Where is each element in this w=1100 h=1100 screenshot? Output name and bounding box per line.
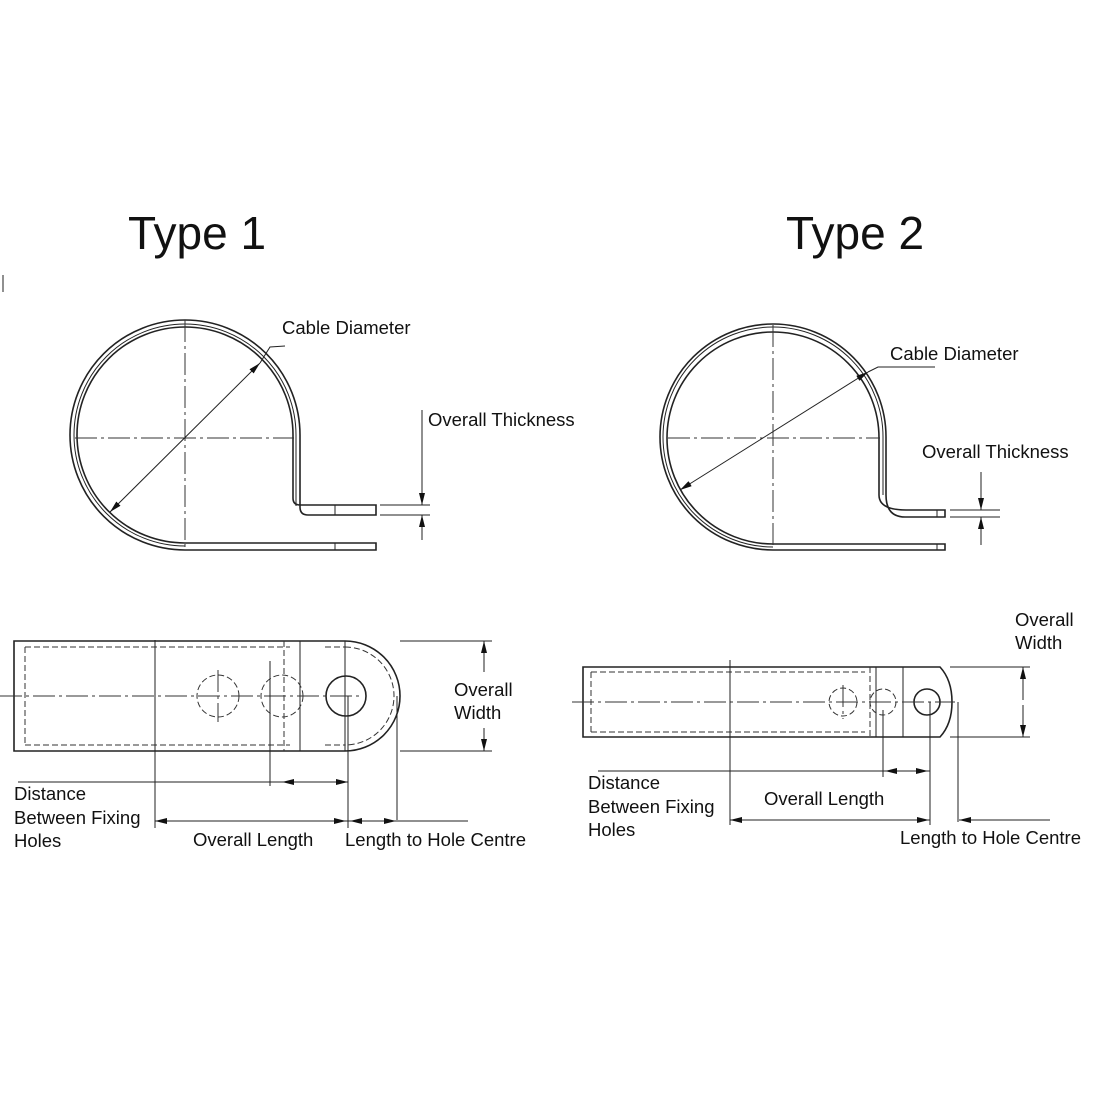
type2-side-view: Cable Diameter Overall Thickness <box>659 323 1069 551</box>
type1-side-view: Cable Diameter Overall Thickness <box>69 317 575 551</box>
type1-clip-inner-edge <box>73 323 297 547</box>
type2-length-to-hole-centre-label: Length to Hole Centre <box>900 827 1081 848</box>
type2-clip-profile <box>659 323 946 551</box>
type2-cable-diameter-label: Cable Diameter <box>890 343 1019 364</box>
type1-cable-diameter-label: Cable Diameter <box>282 317 411 338</box>
type2-cable-diameter-leader <box>867 366 935 373</box>
type1-overall-width-label-1: Overall <box>454 679 513 700</box>
type1-distance-label-3: Holes <box>14 830 61 851</box>
type1-plan-view: Overall Width Distance Between Fixing Ho… <box>0 640 526 851</box>
type1-distance-label-1: Distance <box>14 783 86 804</box>
type2-clip-inner-edge <box>662 326 884 548</box>
type2-distance-label-3: Holes <box>588 819 635 840</box>
type2-overall-thickness-label: Overall Thickness <box>922 441 1069 462</box>
type1-length-to-hole-centre-label: Length to Hole Centre <box>345 829 526 850</box>
type1-overall-length-label: Overall Length <box>193 829 313 850</box>
type1-cable-diameter-dimension <box>109 362 261 513</box>
type2-title: Type 2 <box>786 207 924 259</box>
type2-distance-label-1: Distance <box>588 772 660 793</box>
type1-strip-outline <box>13 640 401 752</box>
type1-title: Type 1 <box>128 207 266 259</box>
type1-distance-label-2: Between Fixing <box>14 807 140 828</box>
type2-overall-width-label-1: Overall <box>1015 609 1074 630</box>
type1-cable-diameter-leader <box>259 345 286 364</box>
type1-overall-width-label-2: Width <box>454 702 501 723</box>
type2-overall-width-label-2: Width <box>1015 632 1062 653</box>
type1-group: Type 1 Cable Diameter Overall Thickness <box>0 207 575 851</box>
type1-overall-thickness-label: Overall Thickness <box>428 409 575 430</box>
type1-hidden-end-arc <box>344 646 395 746</box>
type2-cable-diameter-dimension <box>679 371 869 491</box>
type1-clip-profile <box>69 319 377 551</box>
type2-overall-length-label: Overall Length <box>764 788 884 809</box>
type1-hidden-edges <box>24 646 345 746</box>
type2-group: Type 2 Cable Diameter Overall Thickness <box>572 207 1081 848</box>
type2-distance-label-2: Between Fixing <box>588 796 714 817</box>
type2-plan-view: Overall Width Distance Between Fixing Ho… <box>572 609 1081 848</box>
